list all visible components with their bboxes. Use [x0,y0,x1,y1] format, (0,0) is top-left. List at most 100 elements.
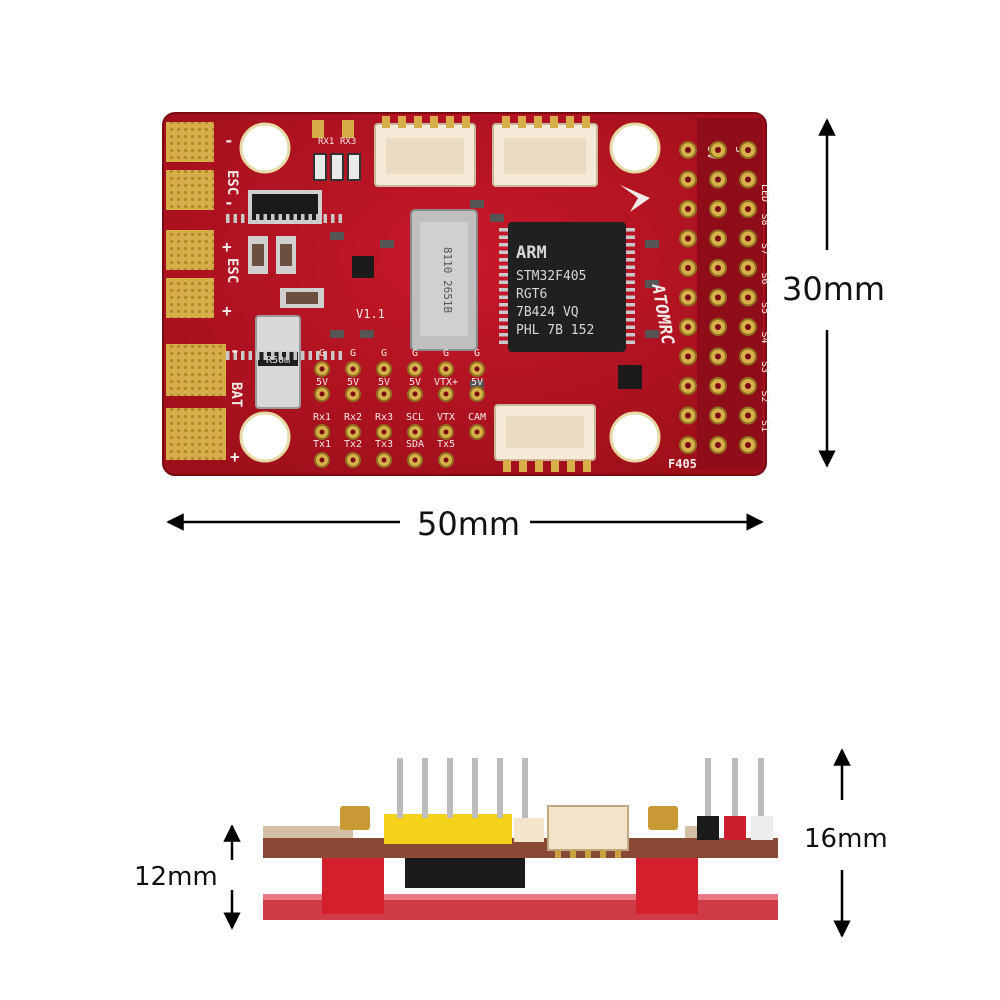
bat-label: BAT [228,382,244,407]
mcu-pin [278,214,282,223]
servo-pad-hole [745,324,751,330]
mcu-pin [331,214,335,223]
servo-output-label-s4: S4 [759,332,770,344]
solder-pad-hole [412,391,418,397]
mcu-pin [626,340,635,344]
mcu-pin [626,310,635,314]
uart-label-6-mid: 5V [471,377,483,388]
mcu-pin [316,351,320,360]
brand-logo-icon [620,185,650,212]
servo-output-label-s6: S6 [759,273,770,285]
solder-pad-hole [474,429,480,435]
power-labels: ESC ESC BAT - - + + - + [222,131,244,466]
mcu-pin [338,351,342,360]
solder-pad-hole [319,391,325,397]
solder-pad-hole [443,391,449,397]
mcu-pin [499,295,508,299]
uart-label-5-top: G [443,348,449,359]
solder-pad-hole [443,366,449,372]
solder-pad-hole [474,366,480,372]
mcu-pin [626,273,635,277]
mcu-pin [499,265,508,269]
mcu-pin [499,325,508,329]
servo-pad-hole [745,294,751,301]
solder-pad-hole [381,457,387,463]
dimension-arrows [166,118,851,938]
mcu-pin [331,351,335,360]
servo-pad-hole [745,265,751,271]
uart-label-4-top: G [412,348,418,359]
solder-pad-hole [350,366,356,372]
servo-output-label-s7: S7 [759,243,770,255]
mcu-pin [308,214,312,223]
mcu-pin [256,214,260,223]
bottom-connector [494,404,596,472]
solder-pad-hole [412,366,418,372]
mcu-pin [626,318,635,322]
uart-label-5-a: VTX [437,412,455,423]
mcu-pin [241,214,245,223]
esc2-sign-b: + [222,301,232,320]
servo-pad-hole [685,442,691,448]
mcu-pin [499,280,508,284]
mcu-pin [499,303,508,307]
mcu-pin [626,243,635,247]
mcu-pin [271,214,275,223]
mcu-pin [301,351,305,360]
passive-components [248,120,659,389]
mcu-pin [316,214,320,223]
servo-pad-hole [715,147,721,153]
bat-sign-a: - [230,341,240,360]
servo-pad-hole [685,412,691,419]
solder-pad-hole [319,366,325,372]
mcu-brand: ARM [516,243,547,263]
solder-pad-hole [350,457,356,463]
servo-pad-hole [745,412,751,419]
mcu-pin [293,214,297,223]
uart-label-4-mid: 5V [409,377,421,388]
uart-label-2-b: Tx2 [344,439,362,450]
mcu-pin [626,235,635,239]
solder-pad-hole [350,429,356,435]
mcu-pin [499,318,508,322]
mcu-pin [263,214,267,223]
servo-output-label-s3: S3 [759,361,770,373]
mcu-pin [499,288,508,292]
servo-pad-hole [715,442,721,448]
servo-pad-hole [685,265,691,271]
servo-pad-hole [685,147,691,153]
servo-output-label-s8: S8 [759,214,770,226]
servo-pad-hole [715,265,721,271]
servo-pad-hole [685,324,691,330]
mcu-line-1: STM32F405 [516,269,586,284]
servo-pad-hole [685,206,691,212]
mcu-pin [499,333,508,337]
flight-controller-top-view: R50m 8110 2651B ARM STM32F405 RGT6 7B424… [162,112,770,476]
uart-label-5-b: Tx5 [437,439,455,450]
solder-pad-hole [319,457,325,463]
uart-label-1-top: G [319,348,325,359]
servo-pad-hole [715,383,721,389]
servo-pad-hole [715,206,721,212]
servo-output-label-s5: S5 [759,302,770,314]
mcu-pin [626,325,635,329]
uart-label-2-mid: 5V [347,377,359,388]
uart-label-1-b: Tx1 [313,439,331,450]
servo-pad-hole [715,176,721,183]
servo-pad-hole [685,294,691,301]
version-label: V1.1 [356,307,385,321]
mcu-pin [256,351,260,360]
servo-pad-hole [745,206,751,212]
uart-label-2-a: Rx2 [344,412,362,423]
uart-label-3-mid: 5V [378,377,390,388]
solder-pad-hole [443,429,449,435]
servo-pad-hole [715,235,721,242]
servo-pad-hole [685,235,691,242]
flight-controller-side-view [263,758,778,920]
solder-pad-hole [350,391,356,397]
servo-pad-hole [745,176,751,183]
servo-pad-hole [715,412,721,419]
mcu-pin [308,351,312,360]
mcu-pin [626,258,635,262]
solder-pad-hole [381,429,387,435]
